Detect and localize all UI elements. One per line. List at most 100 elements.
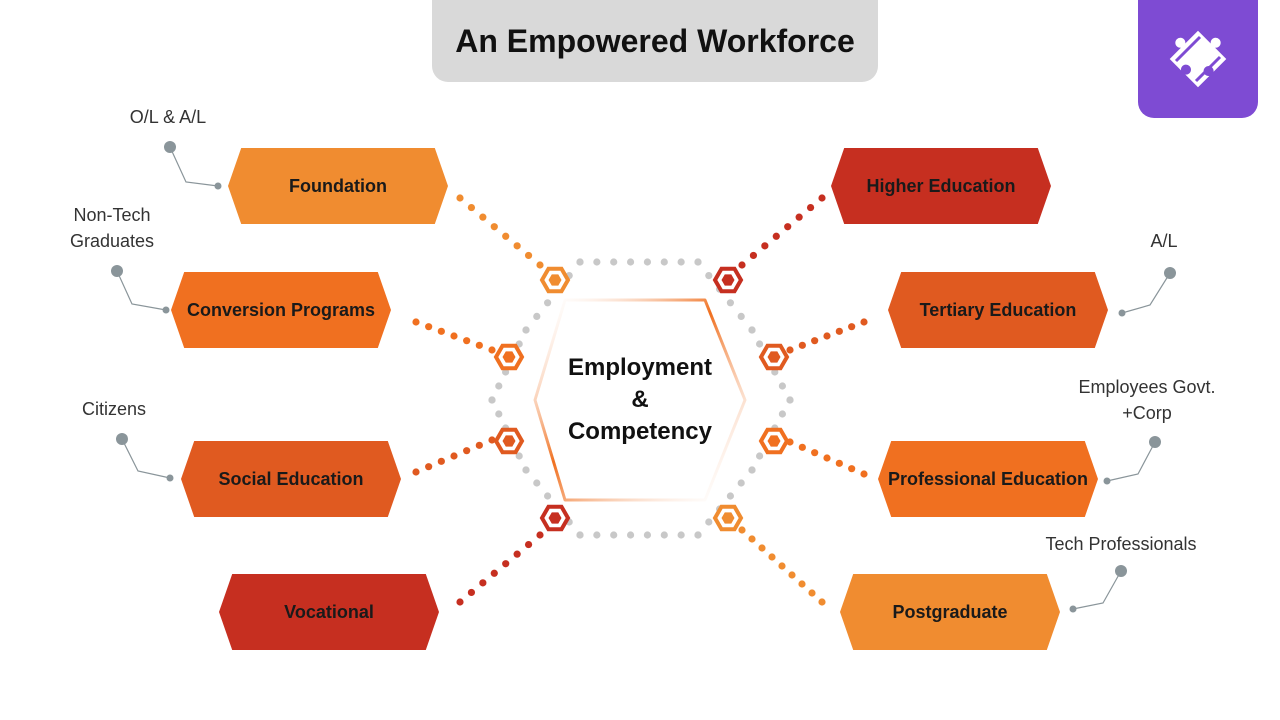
connector-higher [772,232,780,240]
ring-dot [748,466,756,474]
center-line-3: Competency [567,418,713,445]
connector-postgraduate [748,535,756,543]
connector-vocational [490,569,498,577]
label-non-tech-graduates: Non-Tech Graduates [52,202,172,254]
node-postgraduate-core [721,512,735,524]
connector-social [463,447,471,455]
connector-conversion [463,337,471,345]
connector-professional [835,459,843,467]
ring-dot [544,492,552,500]
ring-dot [705,272,713,280]
connector-foundation [513,242,521,250]
ring-dot [544,299,552,307]
connector-conversion [488,346,496,354]
connector-conversion [437,327,445,335]
connector-conversion [425,323,433,331]
connector-tertiary [860,318,868,326]
ring-dot [533,479,541,487]
center-hexagon [533,298,747,502]
ring-dot [593,531,601,539]
label-non-tech-line1: Non-Tech [73,205,151,225]
page-title: An Empowered Workforce [432,0,878,82]
connector-vocational [467,588,476,597]
pill-vocational: Vocational [219,574,439,650]
ring-dot [610,258,618,266]
connector-postgraduate [758,544,766,552]
label-ol-al: O/L & A/L [129,107,207,127]
leader-dots [111,141,1176,613]
connector-vocational [536,531,544,539]
label-al: A/L [1150,231,1178,251]
connector-higher [806,203,815,212]
connector-vocational [513,550,521,558]
node-professional-core [767,435,781,447]
connector-higher [818,194,826,202]
connector-vocational [479,579,487,587]
pill-conversion-programs: Conversion Programs [171,272,391,348]
ring-dot [576,258,584,266]
connector-higher [761,242,769,250]
node-conversion-core [502,351,516,363]
ring-dot [756,340,764,348]
ring-dot [643,531,652,539]
ring-dot [694,258,702,266]
connector-vocational [456,598,464,606]
ring-dot [778,410,787,418]
ring-dot [786,396,794,404]
connector-conversion [412,318,420,326]
center-line-1: Employment [567,354,713,381]
connector-vocational [524,540,533,549]
connector-foundation [490,223,498,231]
node-higher-core [721,274,735,286]
ring-dot [660,258,668,266]
connector-social [475,441,483,449]
connector-postgraduate [808,589,816,597]
label-citizens: Citizens [81,399,147,419]
connector-higher [738,261,746,269]
node-foundation-core [548,274,562,286]
connector-social [412,468,420,476]
connector-postgraduate [788,571,796,579]
ring-dot [726,492,735,500]
connector-higher [749,251,758,260]
ring-dot [677,258,685,266]
pill-tertiary-education: Tertiary Education [888,272,1108,348]
label-employees: Employees Govt. +Corp [1060,374,1234,426]
connector-postgraduate [738,526,746,534]
connector-social [488,436,496,444]
connector-foundation [502,232,510,240]
connector-higher [784,223,792,231]
connector-postgraduate [768,553,776,561]
pill-social-education: Social Education [181,441,401,517]
ring-dot [726,299,735,307]
ring-dot [576,531,584,539]
connector-tertiary [835,327,843,335]
connector-tertiary [823,332,831,340]
ring-dot [495,382,503,390]
label-employees-line1: Employees Govt. [1078,377,1216,397]
ring-dot [677,531,685,539]
ring-dot [705,518,713,526]
connector-professional [811,449,819,457]
ring-dot [694,531,702,539]
connector-conversion [450,332,458,340]
connector-vocational [502,560,510,568]
ring-dot [522,326,530,334]
center-line-2: & [631,386,649,413]
ring-dot [778,382,787,390]
ring-dot [488,396,496,404]
connector-professional [823,454,831,462]
connector-postgraduate [778,562,786,570]
connector-social [437,457,445,465]
connector-professional [860,470,868,478]
pill-postgraduate: Postgraduate [840,574,1060,650]
logo [1138,0,1258,118]
leader-lines [116,146,1171,610]
connector-professional [798,443,806,451]
pill-higher-education: Higher Education [831,148,1051,224]
ring-dot [593,258,601,266]
connector-foundation [467,203,476,212]
connector-foundation [536,261,544,269]
connector-social [425,463,433,471]
